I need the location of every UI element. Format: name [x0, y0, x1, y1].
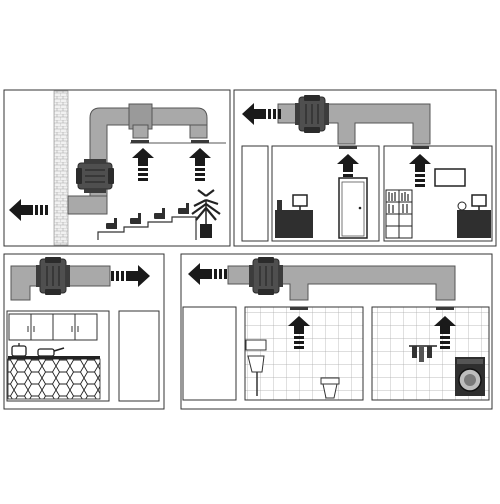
brick-wall [53, 90, 69, 246]
wall-picture [434, 168, 466, 187]
fan-icon [294, 94, 330, 134]
sink-icon [245, 339, 267, 396]
toilet-icon [320, 377, 340, 399]
desk-icon [457, 194, 491, 238]
panel-bathrooms-exhaust [180, 253, 493, 410]
stove-icon [8, 343, 100, 359]
chair-icon [106, 203, 189, 229]
towel-icon [409, 345, 437, 362]
kitchen-tile-wall [7, 358, 101, 400]
panel-office-ceiling-exhaust [3, 89, 231, 247]
fan-icon [248, 256, 284, 296]
panel-kitchen-exhaust [3, 253, 165, 410]
kitchen-cabinets [8, 313, 98, 341]
fan-icon [35, 256, 71, 296]
washing-machine-icon [455, 357, 485, 396]
auditorium-steps [97, 216, 197, 240]
desk-icon [275, 194, 313, 238]
bookshelf-icon [385, 189, 413, 239]
door-icon [338, 177, 368, 239]
plant-icon [191, 189, 221, 238]
fan-icon [75, 158, 115, 194]
panel-office-two-rooms [233, 89, 497, 247]
